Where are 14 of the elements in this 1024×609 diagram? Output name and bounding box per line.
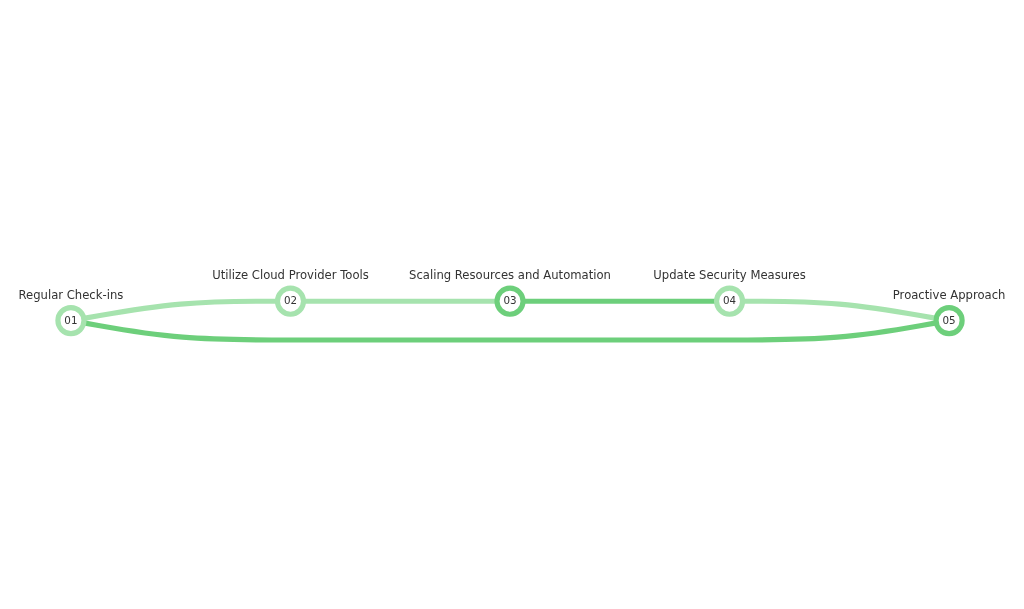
step-caption: Regular Check-ins bbox=[18, 287, 124, 302]
connector bbox=[83, 298, 278, 322]
node-circle: 01 bbox=[55, 305, 87, 337]
node-circle: 05 bbox=[933, 305, 965, 337]
connector bbox=[742, 298, 937, 322]
step-caption: Update Security Measures bbox=[653, 268, 806, 283]
step-caption: Scaling Resources and Automation bbox=[409, 268, 611, 283]
step-caption: Proactive Approach bbox=[892, 287, 1006, 302]
step-caption: Utilize Cloud Provider Tools bbox=[212, 268, 369, 283]
node-circle: 02 bbox=[274, 285, 307, 318]
connector bbox=[523, 298, 717, 305]
node-circle: 03 bbox=[494, 285, 526, 318]
connector bbox=[303, 298, 498, 305]
node-circle: 04 bbox=[714, 285, 746, 318]
